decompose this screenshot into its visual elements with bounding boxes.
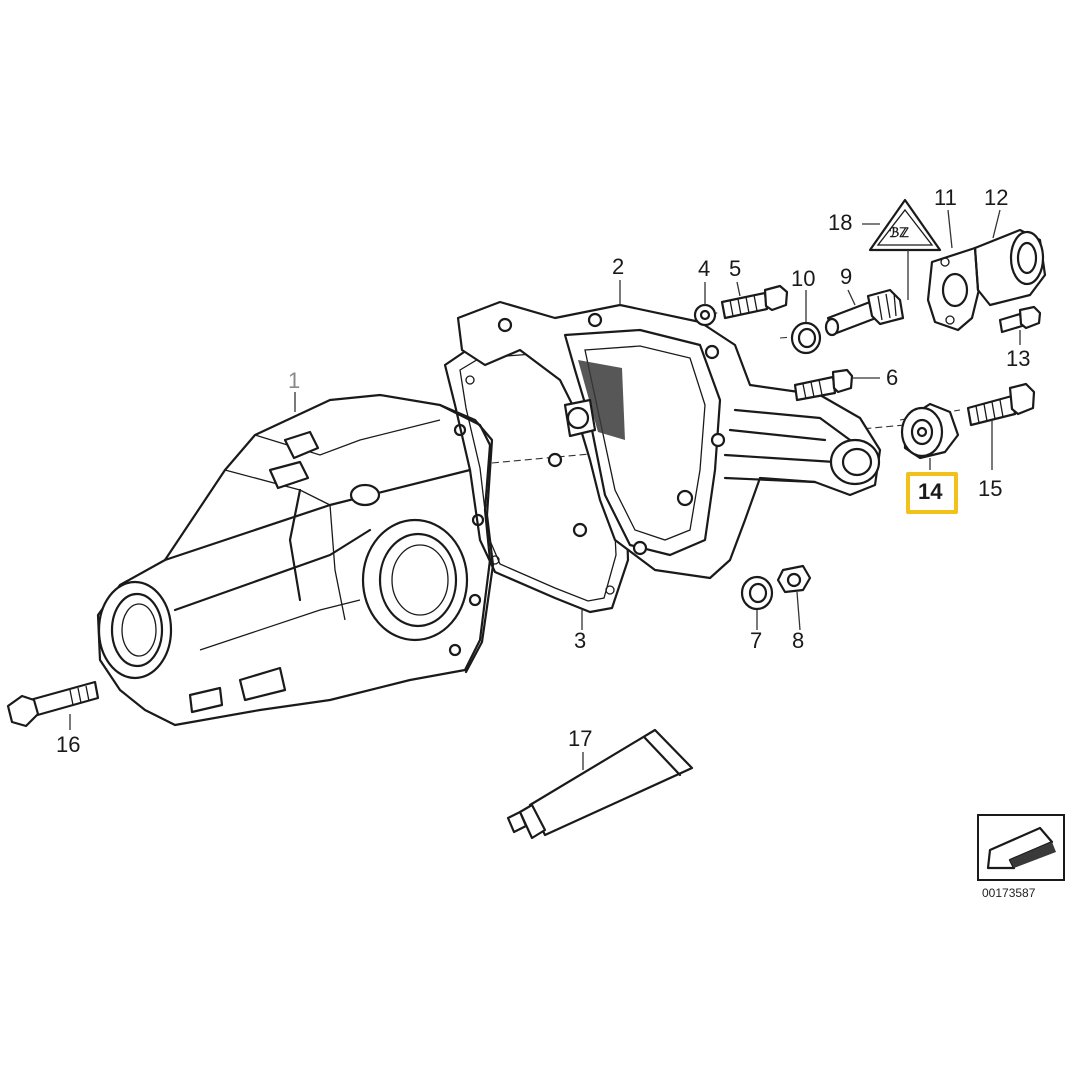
callout-18[interactable]: 18 [828, 212, 852, 234]
callout-label: 7 [750, 628, 763, 653]
callout-label: 18 [828, 210, 853, 235]
callout-label: 2 [612, 254, 625, 279]
callout-6[interactable]: 6 [886, 367, 898, 389]
callout-1[interactable]: 1 [288, 370, 300, 392]
part-6-bolt [793, 368, 854, 402]
callout-7[interactable]: 7 [750, 630, 762, 652]
warning-symbol-glyph: ℬℤ [889, 226, 909, 239]
part-14-rubber-mount [900, 402, 960, 460]
part-9-sensor [824, 288, 905, 337]
diagram-reference-number: 00173587 [982, 886, 1035, 900]
callout-label: 8 [792, 628, 805, 653]
callout-15[interactable]: 15 [978, 478, 1002, 500]
callout-label: 14 [918, 479, 943, 504]
callout-label: 13 [1006, 346, 1031, 371]
callout-label: 17 [568, 726, 593, 751]
part-17-sealant-tube [506, 728, 694, 840]
callout-3[interactable]: 3 [574, 630, 586, 652]
reference-number-text: 00173587 [982, 886, 1036, 900]
callout-label: 1 [288, 368, 301, 393]
part-18-warning-symbol [868, 198, 942, 252]
warning-glyph-text: ℬℤ [889, 225, 909, 240]
callout-label: 6 [886, 365, 899, 390]
callout-label: 3 [574, 628, 587, 653]
part-7-sealing-ring [740, 575, 774, 611]
callout-12[interactable]: 12 [984, 187, 1008, 209]
callout-11[interactable]: 11 [934, 187, 957, 209]
callout-10[interactable]: 10 [791, 268, 815, 290]
part-4-nut [693, 303, 717, 327]
callout-9[interactable]: 9 [840, 266, 852, 288]
callout-2[interactable]: 2 [612, 256, 624, 278]
part-13-bolt [998, 305, 1042, 334]
callout-label: 15 [978, 476, 1003, 501]
part-2-rear-cover [456, 300, 882, 580]
callout-label: 11 [934, 185, 957, 210]
callout-16[interactable]: 16 [56, 734, 80, 756]
callout-4[interactable]: 4 [698, 258, 710, 280]
reference-box [977, 814, 1065, 881]
highlight-box-part-14 [906, 472, 958, 514]
callout-label: 10 [791, 266, 816, 291]
part-5-bolt [720, 284, 789, 320]
part-12-sensor-housing [973, 228, 1047, 307]
callout-label: 4 [698, 256, 711, 281]
callout-leaders [69, 209, 1021, 770]
callout-label: 9 [840, 264, 853, 289]
callout-label: 16 [56, 732, 81, 757]
part-16-bolt [6, 680, 100, 728]
callout-17[interactable]: 17 [568, 728, 592, 750]
part-10-o-ring [790, 321, 822, 355]
part-8-screw-plug [776, 564, 812, 594]
callout-8[interactable]: 8 [792, 630, 804, 652]
part-15-bolt [966, 382, 1036, 427]
callout-13[interactable]: 13 [1006, 348, 1030, 370]
callout-label: 5 [729, 256, 742, 281]
callout-label: 12 [984, 185, 1009, 210]
callout-5[interactable]: 5 [729, 258, 741, 280]
callout-14[interactable]: 14 [918, 481, 942, 503]
part-1-differential-housing [96, 393, 495, 727]
